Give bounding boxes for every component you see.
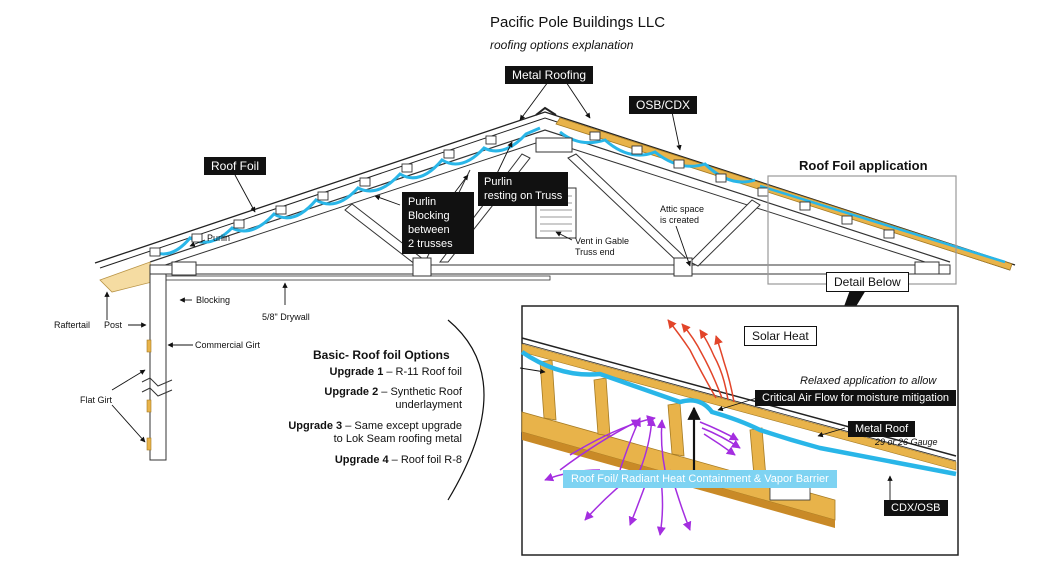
- roof-foil-right-straight: [759, 184, 1006, 264]
- option-upgrade-3-name: Upgrade 3: [288, 420, 343, 432]
- option-upgrade-3-text-cont: to Lok Seam roofing metal: [333, 433, 462, 445]
- option-upgrade-2-text-cont: underlayment: [395, 399, 462, 411]
- label-flat-girt: Flat Girt: [80, 395, 113, 405]
- detail-panel: [519, 305, 959, 556]
- callout-roof-foil: Roof Foil: [204, 157, 267, 175]
- callout-critical-air-flow: Critical Air Flow for moisture mitigatio…: [755, 390, 957, 406]
- callout-cdx-osb: CDX/OSB: [884, 500, 948, 516]
- option-upgrade-1-text: – R-11 Roof foil: [383, 366, 462, 378]
- post-break: [141, 377, 173, 387]
- option-upgrade-2: Upgrade 2 – Synthetic Roof: [324, 386, 462, 399]
- post: [149, 273, 167, 461]
- callout-detail-below: Detail Below: [826, 272, 909, 292]
- drywall: [164, 275, 551, 281]
- diagram-subtitle: roofing options explanation: [490, 38, 634, 52]
- label-blocking: Blocking: [196, 295, 231, 305]
- purlins: [149, 131, 895, 257]
- ridge-cap: [535, 106, 557, 116]
- callout-metal-roofing: Metal Roofing: [505, 66, 594, 84]
- option-upgrade-2-name: Upgrade 2: [324, 386, 379, 398]
- post-break-2: [141, 387, 173, 397]
- option-upgrade-3-text: – Same except upgrade: [342, 420, 462, 432]
- option-upgrade-2-text: – Synthetic Roof: [378, 386, 462, 398]
- option-upgrade-2-cont: underlayment: [395, 399, 462, 412]
- option-upgrade-4-name: Upgrade 4: [334, 454, 389, 466]
- option-upgrade-4-text: – Roof foil R-8: [388, 454, 462, 466]
- option-upgrade-1-name: Upgrade 1: [329, 366, 384, 378]
- detail-leaders: [519, 367, 893, 500]
- detail-foil: [520, 350, 957, 477]
- callout-purlin-blocking: Purlin Blocking between 2 trusses: [402, 192, 474, 254]
- option-upgrade-1: Upgrade 1 – R-11 Roof foil: [330, 366, 462, 379]
- solar-heat-arrows: [667, 319, 735, 403]
- detail-osb: [521, 343, 957, 471]
- label-drywall: 5/8" Drywall: [262, 312, 310, 322]
- label-post: Post: [104, 320, 123, 330]
- option-upgrade-3-cont: to Lok Seam roofing metal: [334, 433, 462, 446]
- label-relaxed-application: Relaxed application to allow: [800, 375, 937, 387]
- truss-bottom-chord: [149, 264, 951, 275]
- callout-metal-roof: Metal Roof: [848, 421, 916, 437]
- detail-purlins: [539, 359, 767, 479]
- roof-foil-left: [149, 126, 541, 256]
- diagram-title: Pacific Pole Buildings LLC: [490, 14, 666, 31]
- option-upgrade-4: Upgrade 4 – Roof foil R-8: [335, 454, 462, 467]
- label-purlin: Purlin: [207, 233, 231, 243]
- options-bracket-curve: [447, 319, 485, 501]
- callout-osb-cdx: OSB/CDX: [629, 96, 698, 114]
- callout-solar-heat: Solar Heat: [744, 326, 817, 346]
- label-attic-space: Attic space is created: [660, 204, 705, 225]
- banner-roof-foil: Roof Foil/ Radiant Heat Containment & Va…: [563, 470, 837, 488]
- option-upgrade-3: Upgrade 3 – Same except upgrade: [288, 420, 462, 433]
- girts: [146, 339, 152, 451]
- detail-metal-roof-2: [521, 342, 957, 462]
- callout-purlin-resting: Purlin resting on Truss: [478, 172, 569, 206]
- label-gauge: 29 or 26 Gauge: [875, 437, 938, 447]
- label-roof-foil-application: Roof Foil application: [799, 158, 928, 173]
- raftertail: [99, 261, 153, 293]
- label-vent-gable: Vent in Gable Truss end: [575, 236, 630, 257]
- options-heading: Basic- Roof foil Options: [313, 348, 450, 362]
- detail-white-block: [769, 485, 811, 501]
- label-raftertail: Raftertail: [54, 320, 91, 330]
- label-commercial-girt: Commercial Girt: [195, 340, 261, 350]
